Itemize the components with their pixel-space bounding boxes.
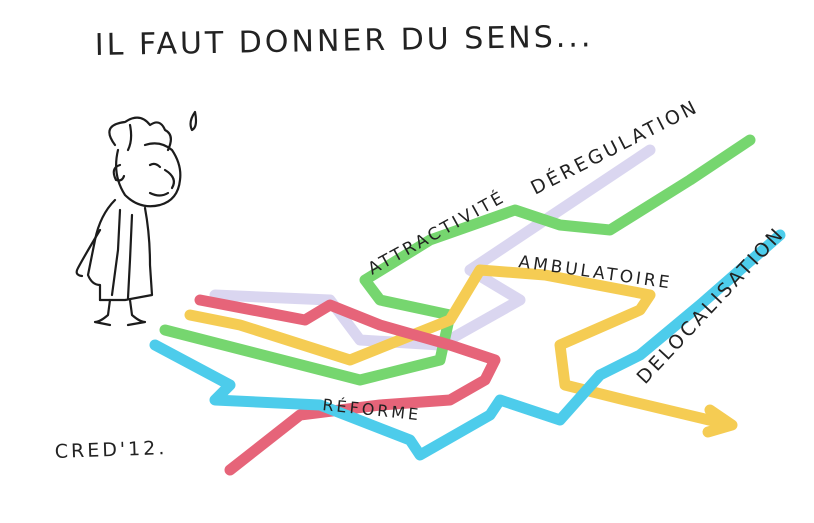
label-delocalisation: DELOCALISATION [633, 223, 790, 389]
marker-paths [149, 134, 786, 476]
yellow-arrowhead [702, 404, 738, 438]
heading: IL FAUT DONNER DU SENS... [95, 19, 594, 63]
blue-path [149, 229, 786, 461]
signature: CRED'12. [54, 437, 167, 463]
red-path [194, 294, 501, 476]
yellow-path [184, 264, 736, 431]
green-path [159, 134, 756, 386]
character-figure [75, 110, 198, 327]
